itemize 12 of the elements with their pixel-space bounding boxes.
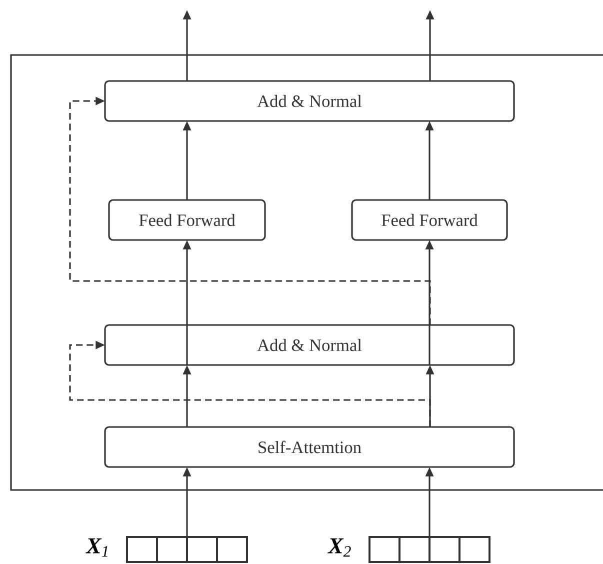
process-box: Feed Forward xyxy=(351,199,508,241)
vector-label: X$_{2}$ xyxy=(328,538,351,557)
encoder-frame xyxy=(10,54,603,491)
dashed-arrow xyxy=(69,340,431,427)
vector-drawing xyxy=(368,536,490,563)
vector-label: X$_{1}$ xyxy=(86,538,108,557)
process-box: Self-Attemtion xyxy=(104,426,515,468)
process-box: Add & Normal xyxy=(104,80,515,122)
process-box: Add & Normal xyxy=(104,324,515,366)
vector-drawing xyxy=(126,536,248,563)
dashed-arrow xyxy=(69,96,431,325)
process-box: Feed Forward xyxy=(108,199,266,241)
